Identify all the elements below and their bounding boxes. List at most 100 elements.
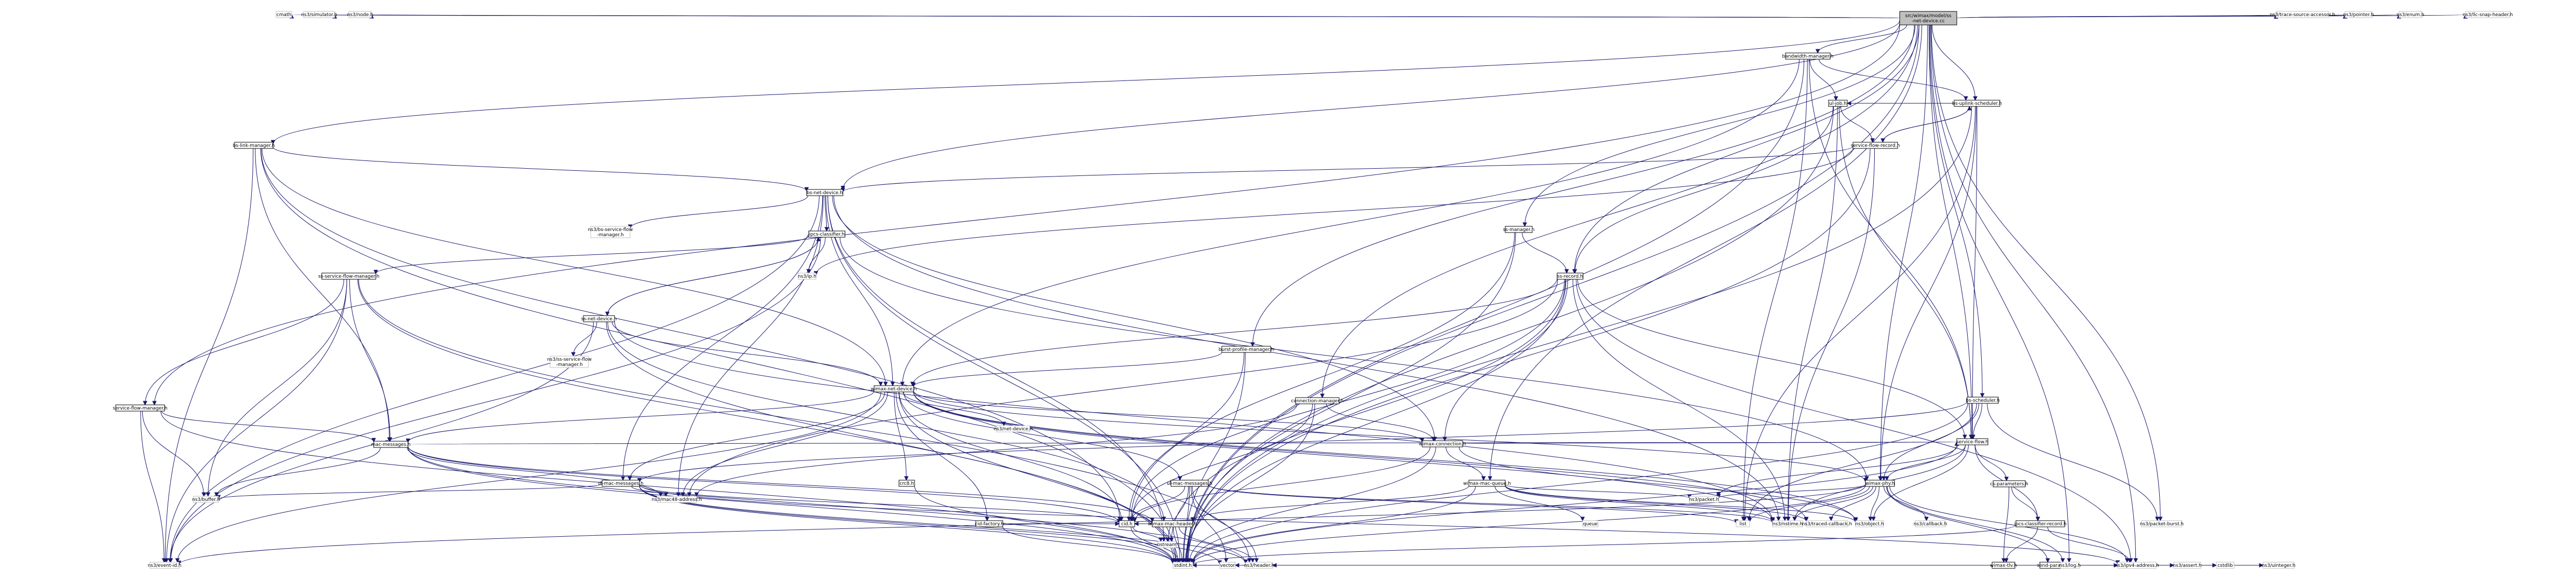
- edge-root-to-bss: [1929, 24, 1985, 398]
- node-crc[interactable]: crc8.h: [898, 480, 915, 487]
- arrowhead: [1192, 563, 1197, 568]
- node-bwm[interactable]: bandwidth-manager.h: [1782, 52, 1834, 60]
- node-node[interactable]: ns3/node.h: [347, 11, 373, 18]
- arrowhead: [1870, 138, 1875, 143]
- node-box: [1899, 11, 1957, 25]
- node-pburst[interactable]: ns3/packet-burst.h: [2140, 520, 2184, 527]
- node-ssm[interactable]: ss-manager.h: [1503, 226, 1535, 233]
- arrowhead: [2045, 558, 2050, 563]
- arrowhead: [175, 558, 180, 563]
- node-packet[interactable]: ns3/packet.h: [1689, 496, 1719, 503]
- arrowhead: [1247, 558, 1252, 563]
- node-ssr[interactable]: ss-record.h: [1557, 273, 1584, 280]
- node-bssfm[interactable]: ns3/bs-service-flow-manager.h: [588, 226, 633, 238]
- node-list[interactable]: list: [1736, 520, 1750, 527]
- node-wtlv[interactable]: wimax-tlv.h: [1990, 562, 2017, 569]
- node-sssfm[interactable]: ss-service-flow-manager.h: [318, 273, 379, 280]
- node-label: ul-mac-messages.h: [1167, 481, 1212, 486]
- edge-bsnd-to-ipcs: [824, 195, 829, 232]
- node-macm[interactable]: mac-messages.h: [371, 441, 411, 448]
- node-box: [1806, 520, 1848, 527]
- node-bpm[interactable]: burst-profile-manager.h: [1219, 346, 1274, 353]
- edge-ssr-to-mac48: [687, 279, 1558, 497]
- edge-root-to-pburst: [1931, 24, 2163, 522]
- arrowhead: [1971, 434, 1975, 440]
- arrowhead: [878, 382, 883, 387]
- node-object[interactable]: ns3/object.h: [1855, 520, 1884, 527]
- arrowhead: [1964, 96, 1968, 101]
- node-sf[interactable]: service-flow.h: [1956, 438, 1988, 445]
- node-pointer[interactable]: ns3/pointer.h: [2343, 11, 2374, 18]
- node-sssfm2[interactable]: ns3/ss-service-flow-manager.h: [547, 356, 592, 368]
- edge-sf-to-csp: [1974, 444, 2009, 482]
- node-csp[interactable]: cs-parameters.h: [1990, 480, 2028, 487]
- node-bsnd[interactable]: bs-net-device.h: [806, 189, 843, 196]
- node-netdev[interactable]: ns3/net-device.h: [993, 425, 1033, 432]
- node-scb[interactable]: ns3/traced-callback.h: [1802, 520, 1852, 527]
- node-root[interactable]: src/wimax/model/ss-net-device.cc: [1899, 11, 1957, 25]
- node-stdint[interactable]: stdint.h: [1173, 562, 1193, 569]
- node-label: bs-link-manager.h: [233, 143, 275, 148]
- node-cid[interactable]: cid.h: [1119, 520, 1135, 527]
- node-callback[interactable]: ns3/callback.h: [1914, 520, 1947, 527]
- node-header[interactable]: ns3/header.h: [1244, 562, 1275, 569]
- node-bslm[interactable]: bs-link-manager.h: [233, 142, 275, 149]
- node-ipcr[interactable]: ipcs-classifier-record.h: [2014, 520, 2067, 527]
- node-enum[interactable]: ns3/enum.h: [2396, 11, 2424, 18]
- node-cm[interactable]: connection-manager.h: [1291, 397, 1344, 404]
- node-cmath[interactable]: cmath: [276, 11, 292, 18]
- node-bsus[interactable]: bs-uplink-scheduler.h: [1952, 100, 2002, 107]
- arrowhead: [214, 492, 219, 497]
- node-cstdlib[interactable]: cstdlib: [2216, 562, 2234, 569]
- edge-ssr-to-ostream: [1169, 279, 1566, 542]
- node-nsassert[interactable]: ns3/assert.h: [2173, 562, 2202, 569]
- node-log[interactable]: ns3/log.h: [2059, 562, 2081, 569]
- arrowhead: [1786, 516, 1791, 522]
- node-wnd[interactable]: wimax-net-device.h: [871, 385, 917, 392]
- edge-root-to-ssr: [1572, 24, 1919, 274]
- arrowhead: [628, 476, 632, 481]
- node-box: [2015, 520, 2065, 527]
- edge-ipcs-to-wph: [839, 237, 1869, 481]
- node-ipv4[interactable]: ns3/ipv4-address.h: [2115, 562, 2159, 569]
- node-ostream[interactable]: ostream: [1157, 541, 1177, 548]
- node-ulj[interactable]: ul-job.h: [1828, 100, 1848, 107]
- node-box: [2173, 562, 2201, 569]
- node-ipcs[interactable]: ipcs-classifier.h: [808, 230, 846, 238]
- node-queue[interactable]: queue: [1582, 520, 1599, 527]
- node-buffer[interactable]: ns3/buffer.h: [192, 496, 220, 503]
- arrowhead: [152, 401, 157, 406]
- node-box: [2398, 11, 2422, 18]
- node-box: [2275, 11, 2329, 18]
- edge-dlmm-to-buffer: [216, 483, 603, 500]
- node-ulmm[interactable]: ul-mac-messages.h: [1167, 480, 1212, 487]
- node-sfr[interactable]: service-flow-record.h: [1851, 142, 1900, 149]
- node-simulator[interactable]: ns3/simulator.h: [301, 11, 337, 18]
- edge-bss-to-sf: [1971, 403, 1982, 440]
- node-wph[interactable]: wimax-phy.h: [1865, 480, 1895, 487]
- node-label: cid.h: [1121, 522, 1133, 527]
- node-bss[interactable]: bs-scheduler.h: [1966, 397, 2000, 404]
- node-wmh[interactable]: wimax-mac-header.h: [1148, 520, 1197, 527]
- node-vector[interactable]: vector: [1219, 562, 1236, 569]
- node-ssnd[interactable]: ss-net-device.h: [581, 315, 617, 322]
- node-tracesrc[interactable]: ns3/trace-source-accessor.h: [2270, 11, 2335, 18]
- node-nstime[interactable]: ns3/nstime.h: [1772, 520, 1803, 527]
- edge-bsus-to-wph: [1878, 106, 1977, 481]
- edge-sf-to-wph: [1885, 444, 1966, 481]
- arrowhead: [1924, 516, 1929, 522]
- node-label: ns3/llc-snap-header.h: [2463, 12, 2513, 18]
- node-wc[interactable]: wimax-connection.h: [1419, 440, 1466, 447]
- node-sfm[interactable]: service-flow-manager.h: [113, 404, 168, 412]
- node-llcsnap[interactable]: ns3/llc-snap-header.h: [2463, 11, 2513, 18]
- node-box: [2465, 11, 2511, 18]
- node-cidf[interactable]: cid-factory.h: [975, 520, 1004, 527]
- node-dlmm[interactable]: dl-mac-messages.h: [598, 480, 644, 487]
- node-mac48[interactable]: ns3/mac48-address.h: [651, 496, 702, 503]
- arrowhead: [1165, 537, 1170, 542]
- node-uinteger[interactable]: ns3/uinteger.h: [2262, 562, 2296, 569]
- node-eventid[interactable]: ns3/event-id.h: [148, 562, 182, 569]
- node-label: service-flow-record.h: [1851, 143, 1900, 148]
- node-wmq[interactable]: wimax-mac-queue.h: [1463, 480, 1511, 487]
- node-ip[interactable]: ns3/ip.h: [798, 273, 816, 280]
